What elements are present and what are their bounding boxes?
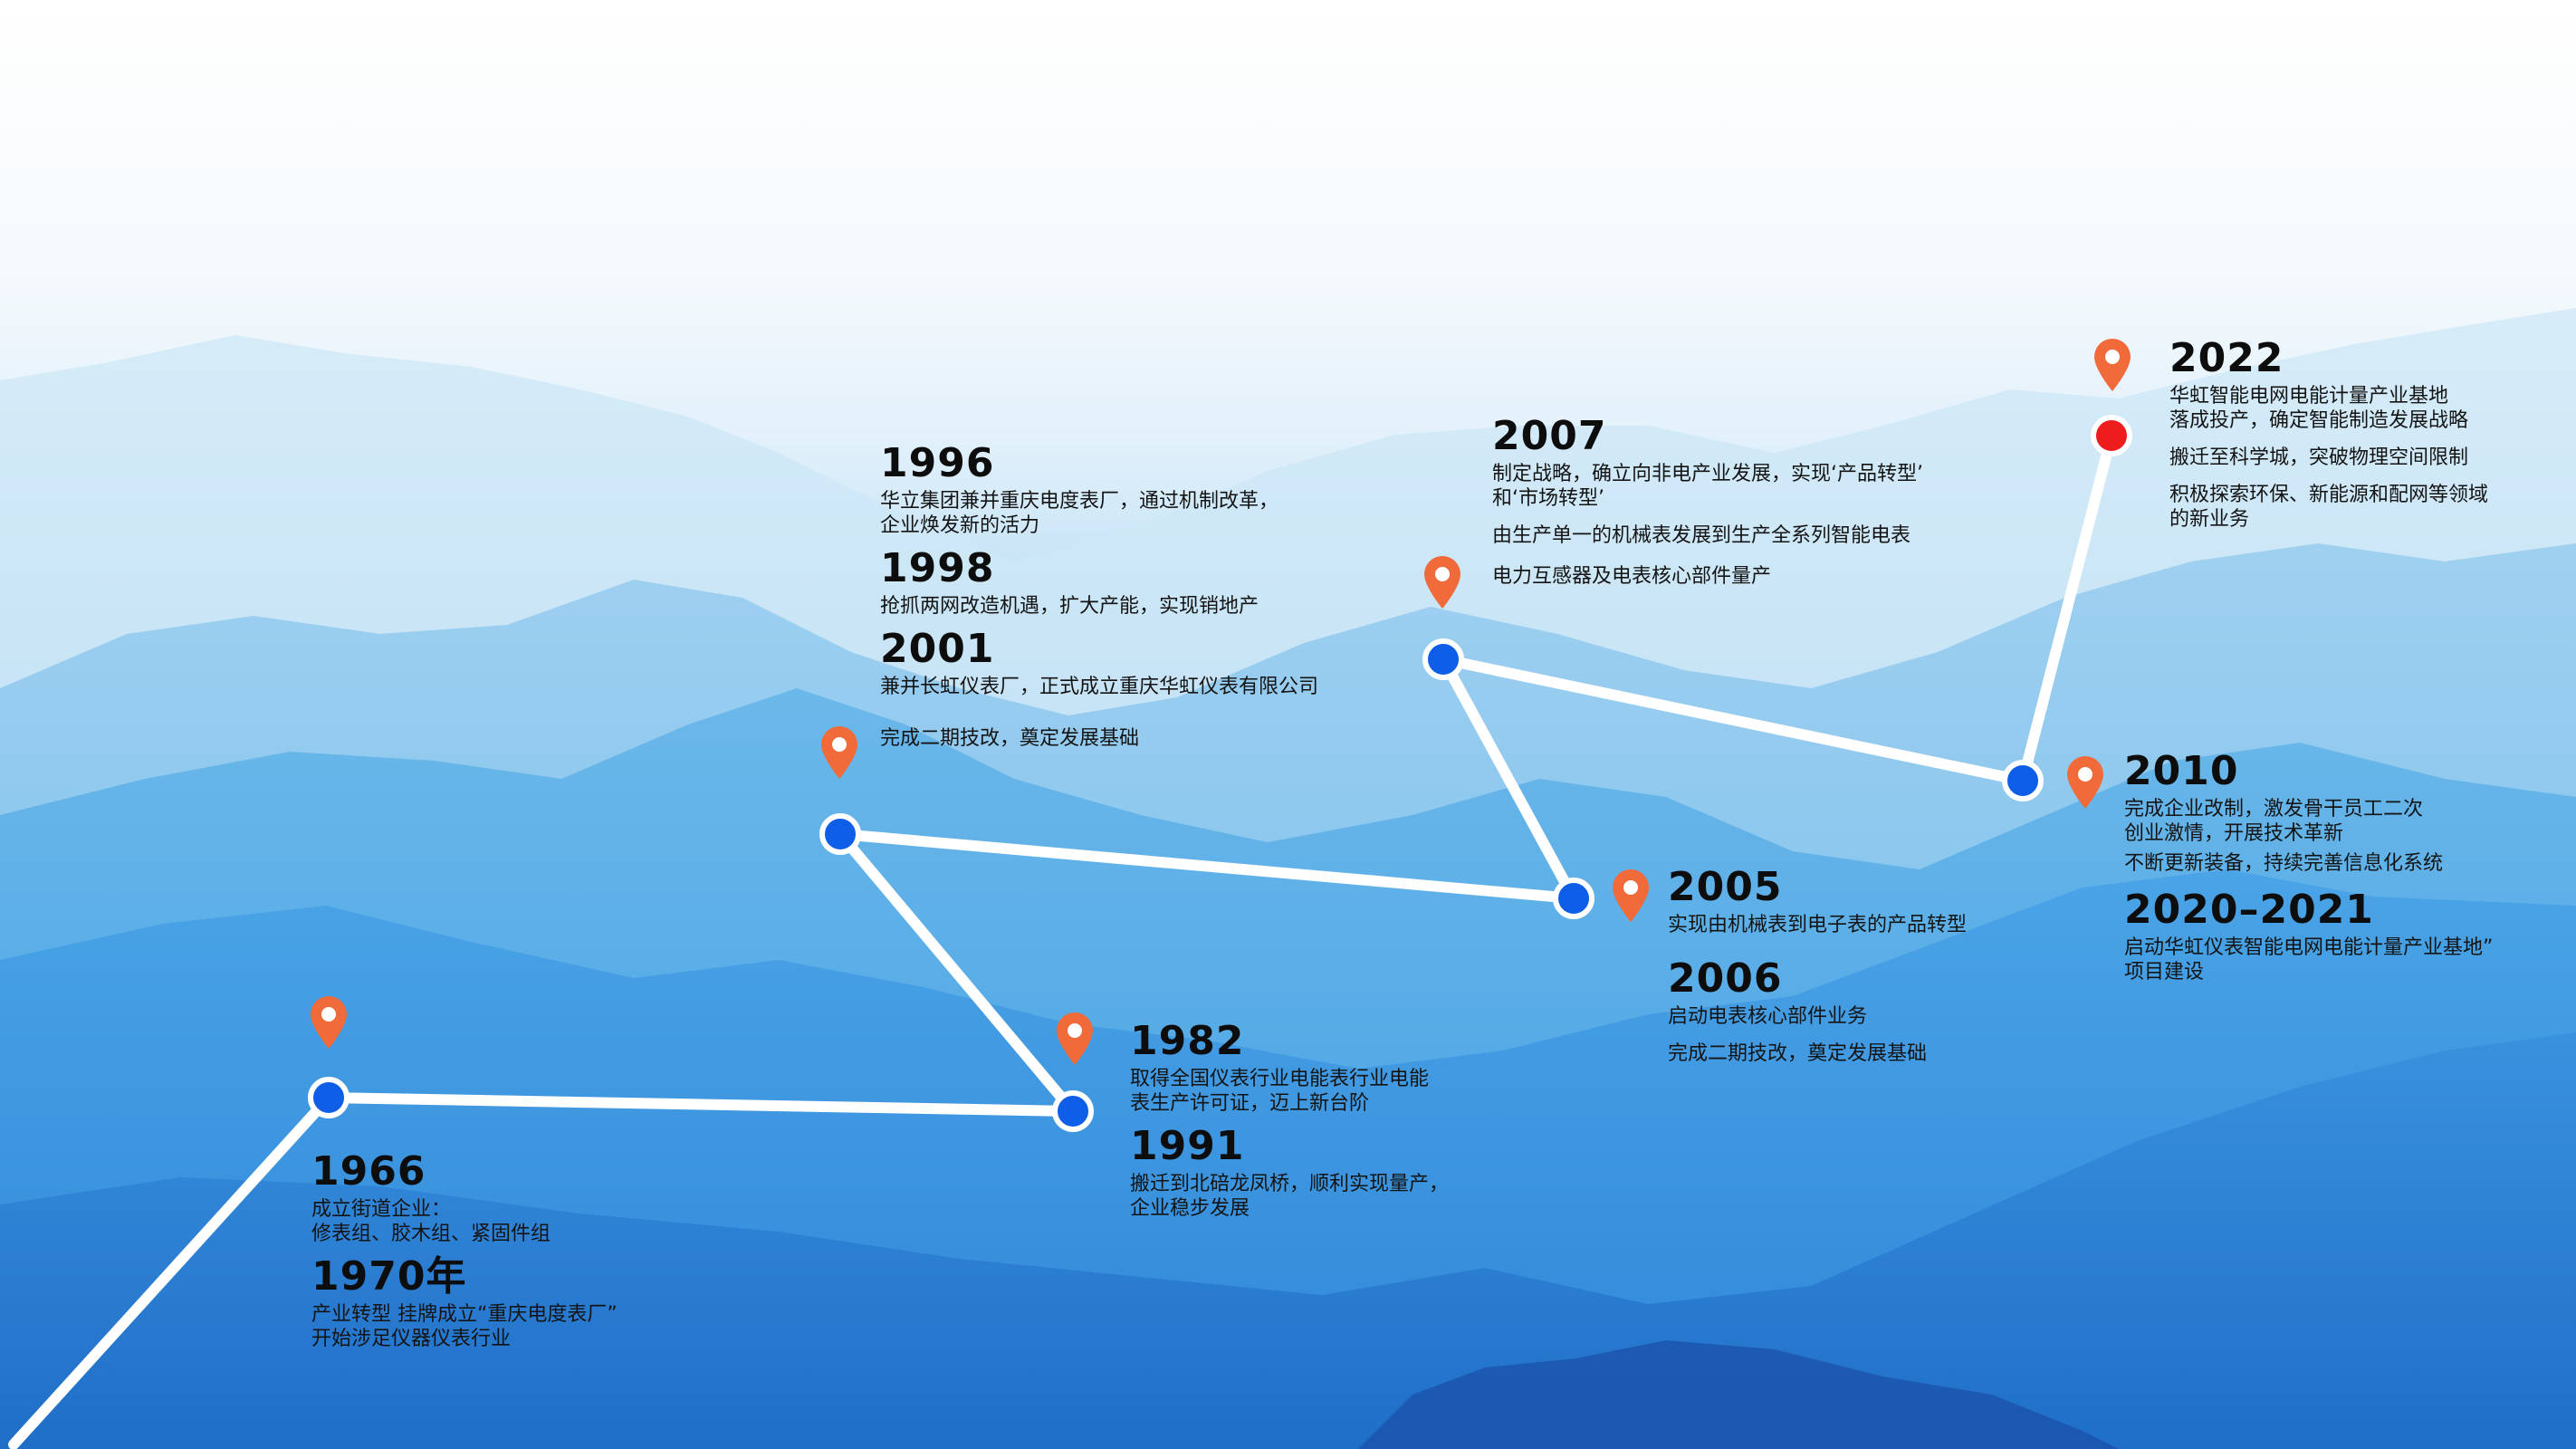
timeline-node-2010[interactable] [2002, 760, 2044, 801]
milestone-description: 完成二期技改，奠定发展基础 [1668, 1042, 1928, 1065]
year-label: 1998 [880, 545, 995, 591]
milestone-description: 启动电表核心部件业务 [1668, 1005, 1868, 1028]
year-label: 1970年 [311, 1253, 467, 1300]
milestone-description: 兼并长虹仪表厂，正式成立重庆华虹仪表有限公司 [880, 676, 1319, 698]
milestone-2022: 2022 华虹智能电网电能计量产业基地 落成投产，确定智能制造发展战略 搬迁至科… [2169, 335, 2568, 532]
year-label: 2001 [880, 626, 995, 672]
timeline-node-2007[interactable] [1422, 638, 1464, 680]
map-pin-icon [2067, 756, 2103, 809]
milestone-description: 产业转型 挂牌成立“重庆电度表厂” 开始涉足仪器仪表行业 [311, 1303, 618, 1350]
milestone-description: 电力互感器及电表核心部件量产 [1492, 565, 1772, 588]
year-label: 2006 [1668, 955, 1783, 1002]
milestone-description: 实现由机械表到电子表的产品转型 [1668, 914, 1968, 936]
year-label: 2022 [2169, 335, 2284, 381]
milestone-description: 完成企业改制，激发骨干员工二次 创业激情，开展技术革新 [2124, 798, 2424, 845]
milestone-description: 华虹智能电网电能计量产业基地 落成投产，确定智能制造发展战略 [2169, 385, 2469, 432]
timeline-node-2005[interactable] [1553, 878, 1594, 919]
milestone-1982: 1982 取得全国仪表行业电能表行业电能 表生产许可证，迈上新台阶 1991 搬… [1130, 1018, 1637, 1221]
milestone-2007: 2007 制定战略，确立向非电产业发展，实现‘产品转型’ 和‘市场转型’ 由生产… [1492, 413, 2035, 589]
milestone-2010: 2010 完成企业改制，激发骨干员工二次 创业激情，开展技术革新 不断更新装备，… [2124, 748, 2559, 984]
map-pin-icon [2094, 339, 2131, 391]
year-label: 1982 [1130, 1018, 1245, 1064]
milestone-description: 完成二期技改，奠定发展基础 [880, 727, 1140, 750]
timeline-node-1982[interactable] [1052, 1090, 1094, 1132]
timeline-node-1966[interactable] [308, 1077, 350, 1118]
year-label: 2007 [1492, 413, 1607, 459]
map-pin-icon [1613, 869, 1649, 922]
map-pin-icon [1057, 1012, 1093, 1065]
milestone-description: 启动华虹仪表智能电网电能计量产业基地” 项目建设 [2124, 936, 2494, 984]
milestone-description: 制定战略，确立向非电产业发展，实现‘产品转型’ 和‘市场转型’ [1492, 463, 1923, 510]
timeline-node-1996[interactable] [819, 813, 861, 855]
map-pin-icon [311, 996, 347, 1049]
milestone-1996: 1996 华立集团兼并重庆电度表厂，通过机制改革， 企业焕发新的活力 1998 … [880, 440, 1514, 751]
milestone-description: 成立街道企业： 修表组、胶木组、紧固件组 [311, 1198, 551, 1245]
milestone-description: 取得全国仪表行业电能表行业电能 表生产许可证，迈上新台阶 [1130, 1068, 1430, 1115]
year-label: 2005 [1668, 864, 1783, 910]
mountain-layer-near [0, 1032, 2576, 1449]
milestone-description: 华立集团兼并重庆电度表厂，通过机制改革， 企业焕发新的活力 [880, 490, 1279, 537]
milestone-description: 搬迁至科学城，突破物理空间限制 [2169, 446, 2469, 469]
milestone-description: 不断更新装备，持续完善信息化系统 [2124, 852, 2444, 875]
year-label: 2020–2021 [2124, 887, 2374, 933]
map-pin-icon [821, 726, 857, 779]
forest-foreground [1358, 1340, 2119, 1449]
milestone-description: 由生产单一的机械表发展到生产全系列智能电表 [1492, 524, 1911, 547]
milestone-description: 搬迁到北碚龙凤桥，顺利实现量产， 企业稳步发展 [1130, 1173, 1450, 1220]
timeline-node-2022-current[interactable] [2091, 415, 2132, 456]
year-label: 1996 [880, 440, 995, 486]
milestone-description: 抢抓两网改造机遇，扩大产能，实现销地产 [880, 595, 1259, 618]
map-pin-icon [1424, 556, 1460, 609]
year-label: 2010 [2124, 748, 2239, 794]
milestone-1966: 1966 成立街道企业： 修表组、胶木组、紧固件组 1970年 产业转型 挂牌成… [311, 1148, 782, 1351]
timeline-path [8, 430, 2117, 1449]
milestone-description: 积极探索环保、新能源和配网等领域 的新业务 [2169, 484, 2489, 531]
year-label: 1966 [311, 1148, 426, 1195]
milestone-2005: 2005 实现由机械表到电子表的产品转型 2006 启动电表核心部件业务 完成二… [1668, 864, 2175, 1066]
year-label: 1991 [1130, 1123, 1245, 1169]
